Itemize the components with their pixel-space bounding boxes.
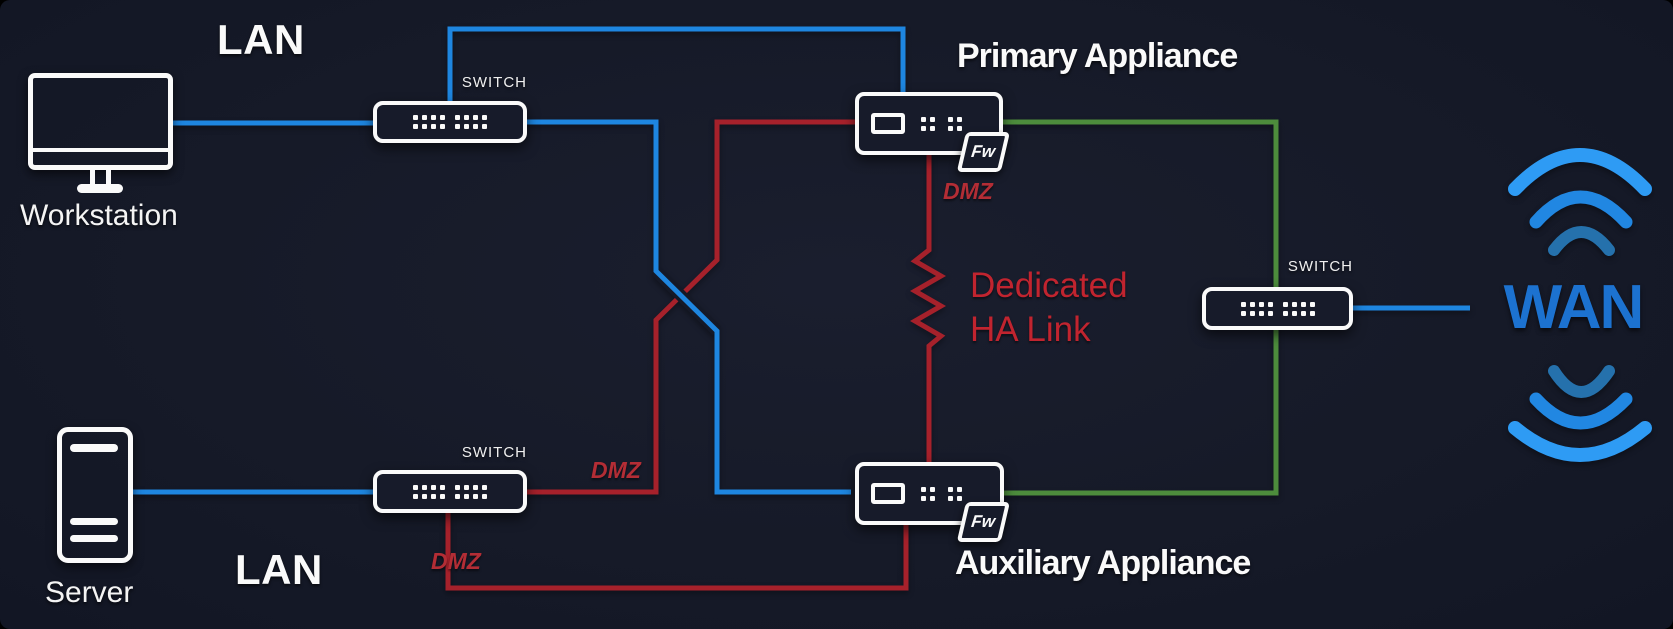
switch-ports bbox=[413, 484, 487, 499]
monitor-chin bbox=[33, 148, 168, 152]
server-label: Server bbox=[45, 576, 134, 609]
port-group bbox=[455, 484, 487, 499]
appliance-ports bbox=[921, 486, 962, 501]
ha-link-caption-line2: HA Link bbox=[970, 310, 1091, 349]
ha-link-caption-line1: Dedicated bbox=[970, 266, 1128, 305]
server-slot bbox=[70, 535, 118, 542]
wifi-arc-bottom-small-icon bbox=[1548, 365, 1615, 398]
port-group bbox=[1240, 301, 1273, 316]
wifi-arc-top-small-icon bbox=[1548, 226, 1615, 256]
switch-bottom bbox=[373, 470, 527, 513]
server-slot bbox=[70, 518, 118, 525]
monitor-base bbox=[77, 184, 123, 193]
switch-top bbox=[373, 101, 527, 143]
switch-right bbox=[1202, 287, 1353, 330]
server-slot bbox=[70, 444, 118, 452]
server-icon bbox=[57, 427, 133, 563]
workstation-label: Workstation bbox=[20, 199, 178, 232]
port-group bbox=[921, 116, 935, 131]
appliance-display-icon bbox=[871, 113, 905, 134]
wan-label: WAN bbox=[1503, 273, 1645, 342]
ha-link-resistor bbox=[909, 153, 947, 464]
dmz-label-bottom: DMZ bbox=[431, 548, 481, 574]
wifi-arc-top-mid-icon bbox=[1529, 190, 1633, 229]
lan-zone-label-bottom: LAN bbox=[235, 546, 323, 593]
dmz-link-switch-to-auxiliary bbox=[445, 511, 909, 591]
port-group bbox=[1282, 301, 1315, 316]
port-group bbox=[921, 486, 935, 501]
dmz-label-mid: DMZ bbox=[591, 457, 641, 483]
ha-link-caption: Dedicated HA Link bbox=[970, 264, 1128, 352]
firewall-badge: Fw bbox=[956, 132, 1010, 172]
dmz-label-primary: DMZ bbox=[943, 178, 993, 204]
switch-bottom-label: SWITCH bbox=[461, 444, 527, 461]
lan-link-switch-to-auxiliary bbox=[527, 119, 851, 495]
lan-zone-label-top: LAN bbox=[217, 16, 305, 63]
workstation-icon bbox=[28, 73, 173, 170]
firewall-badge-label: Fw bbox=[970, 142, 997, 161]
firewall-badge-label: Fw bbox=[970, 512, 997, 531]
port-group bbox=[948, 486, 962, 501]
port-group bbox=[455, 115, 487, 129]
switch-ports bbox=[1240, 301, 1315, 316]
wifi-arc-bottom-mid-icon bbox=[1529, 392, 1633, 430]
wifi-arc-top-large-icon bbox=[1508, 148, 1652, 196]
switch-right-label: SWITCH bbox=[1287, 258, 1353, 275]
monitor-stand bbox=[90, 167, 111, 186]
lan-link-switch-to-primary-top bbox=[447, 26, 906, 103]
switch-ports bbox=[413, 115, 487, 129]
appliance-ports bbox=[921, 116, 962, 131]
auxiliary-appliance-title: Auxiliary Appliance bbox=[955, 544, 1251, 582]
dmz-link-switch-to-primary bbox=[527, 119, 855, 495]
switch-top-label: SWITCH bbox=[461, 74, 527, 91]
wifi-arc-bottom-large-icon bbox=[1508, 421, 1652, 462]
port-group bbox=[413, 115, 445, 129]
primary-appliance-title: Primary Appliance bbox=[957, 37, 1238, 75]
port-group bbox=[413, 484, 445, 499]
port-group bbox=[948, 116, 962, 131]
appliance-display-icon bbox=[871, 483, 905, 504]
firewall-badge: Fw bbox=[956, 502, 1010, 542]
